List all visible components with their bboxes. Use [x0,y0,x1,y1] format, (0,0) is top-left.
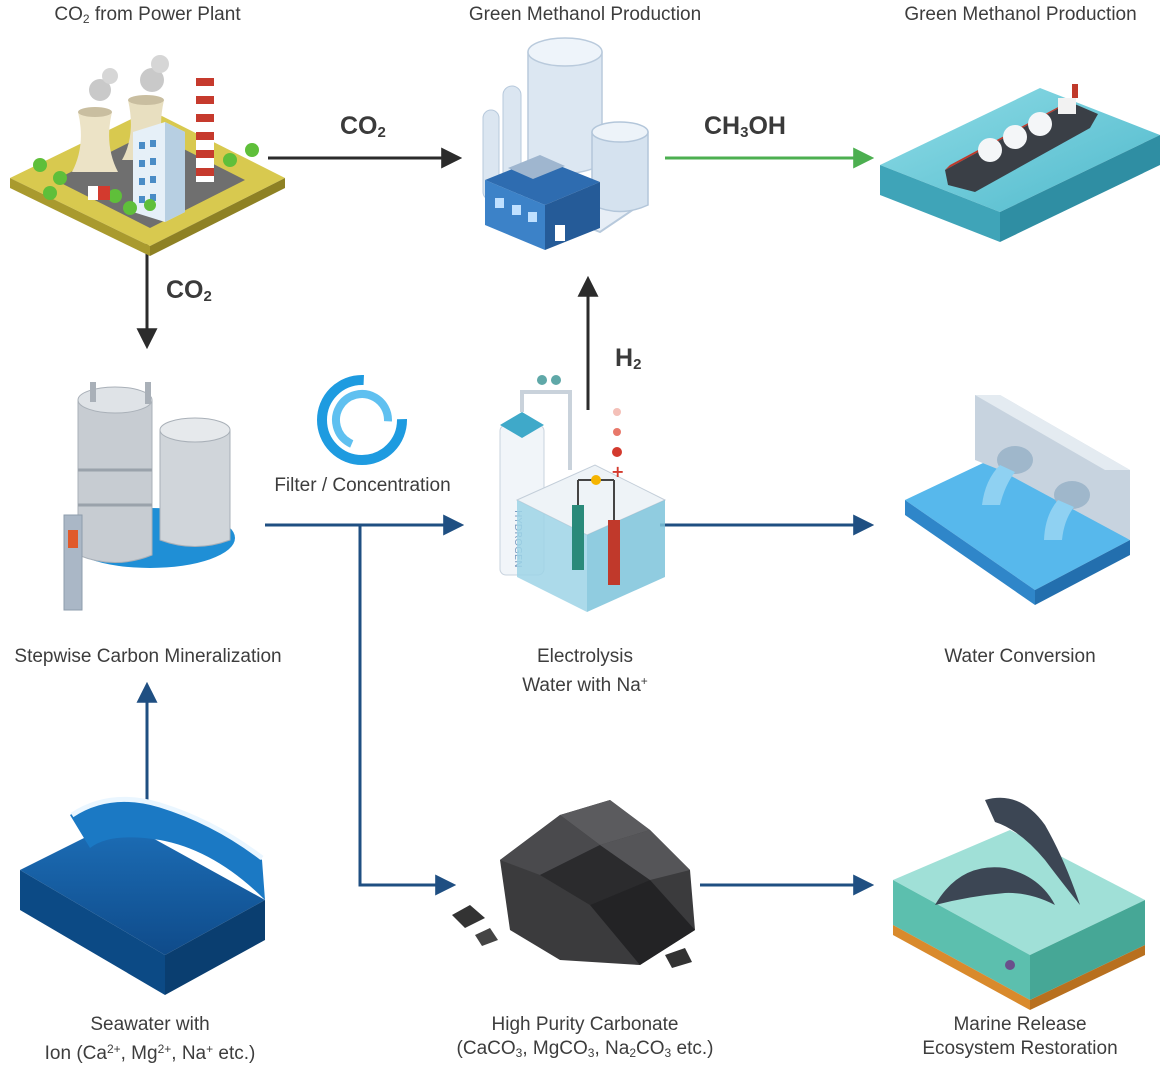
methanol-plant-illustration [482,37,649,250]
methanol-flow-label: CH3OH [704,112,786,141]
filter-swirl-icon [317,375,407,465]
arrow-branch-to-carbonate [358,525,457,896]
water-conversion-label: Water Conversion [944,646,1096,667]
hydrogen-flow-label: H2 [615,344,642,373]
ship-illustration [880,84,1160,242]
seawater-illustration [20,796,265,995]
co2-flow-label-right: CO2 [340,112,386,141]
methanol-production-title: Green Methanol Production [468,4,702,25]
co2-flow-label-down: CO2 [166,276,212,305]
svg-text:+: + [611,462,624,481]
filter-concentration-label: Filter / Concentration [274,475,451,496]
seawater-label: Seawater with Ion (Ca2+, Mg2+, Na+ etc.) [44,1014,256,1064]
carbonate-illustration [452,800,695,968]
marine-release-label: Marine Release Ecosystem Restoration [922,1014,1118,1059]
power-plant-illustration [10,55,285,256]
ship-title: Green Methanol Production [904,4,1137,25]
marine-illustration [893,797,1145,1010]
mineralization-illustration [63,382,235,611]
water-conversion-illustration [905,395,1130,605]
power-plant-title: CO2 from Power Plant [54,4,241,26]
electrolysis-illustration: HYDROGEN + [499,375,667,612]
electrolysis-label: Electrolysis Water with Na+ [522,646,648,696]
mineralization-label: Stepwise Carbon Mineralization [14,646,282,667]
carbonate-label: High Purity Carbonate (CaCO3, MgCO3, Na2… [456,1014,714,1060]
